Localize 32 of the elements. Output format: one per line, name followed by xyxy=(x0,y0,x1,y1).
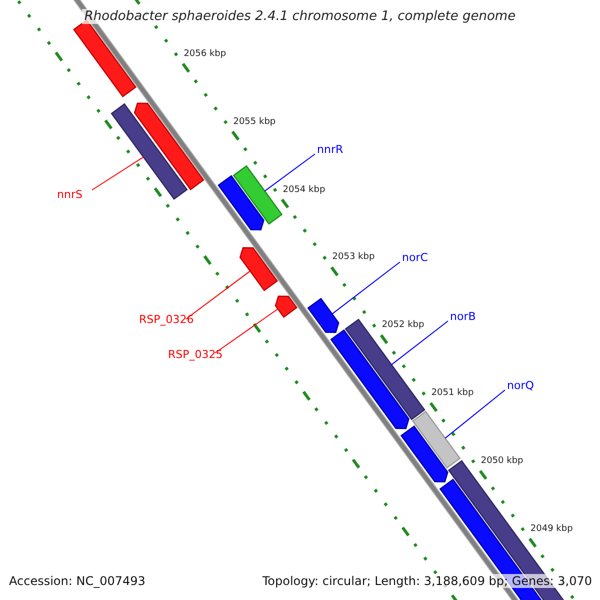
gene-feature xyxy=(110,103,188,200)
scale-label: 2053 kbp xyxy=(332,252,375,262)
footer-text: Accession: NC_007493 xyxy=(9,574,146,588)
scale-label: 2054 kbp xyxy=(282,184,326,195)
leader-line xyxy=(92,156,144,190)
scale-label: 2052 kbp xyxy=(382,320,424,330)
gene-feature xyxy=(274,296,298,318)
gene-label: RSP_0326 xyxy=(139,313,194,326)
scale-label: 2049 kbp xyxy=(530,524,573,534)
leader-line xyxy=(391,320,448,366)
gene-label: nnrR xyxy=(317,143,344,156)
leader-line xyxy=(264,154,316,192)
gene-label: nnrS xyxy=(57,188,82,201)
scale-label: 2056 kbp xyxy=(184,48,226,59)
leader-line xyxy=(332,262,400,314)
scale-label: 2050 kbp xyxy=(480,456,524,466)
gene-label: RSP_0325 xyxy=(168,348,223,361)
gene-feature xyxy=(232,165,283,225)
scale-label: 2051 kbp xyxy=(431,388,474,398)
gene-label: norC xyxy=(402,251,428,264)
leader-line xyxy=(214,308,278,354)
scale-label: 2055 kbp xyxy=(233,116,276,127)
title: Rhodobacter sphaeroides 2.4.1 chromosome 1, complete genome xyxy=(82,9,518,24)
gene-feature xyxy=(307,298,340,333)
leader-line xyxy=(186,270,251,320)
gene-feature xyxy=(239,247,278,292)
gene-feature xyxy=(344,318,426,420)
leader-line xyxy=(444,390,506,439)
gene-feature xyxy=(412,410,461,469)
gene-label: norB xyxy=(450,310,476,323)
footer-text: Topology: circular; Length: 3,188,609 bp; Genes: 3,070 xyxy=(262,574,592,588)
gene-label: norQ xyxy=(507,379,534,392)
